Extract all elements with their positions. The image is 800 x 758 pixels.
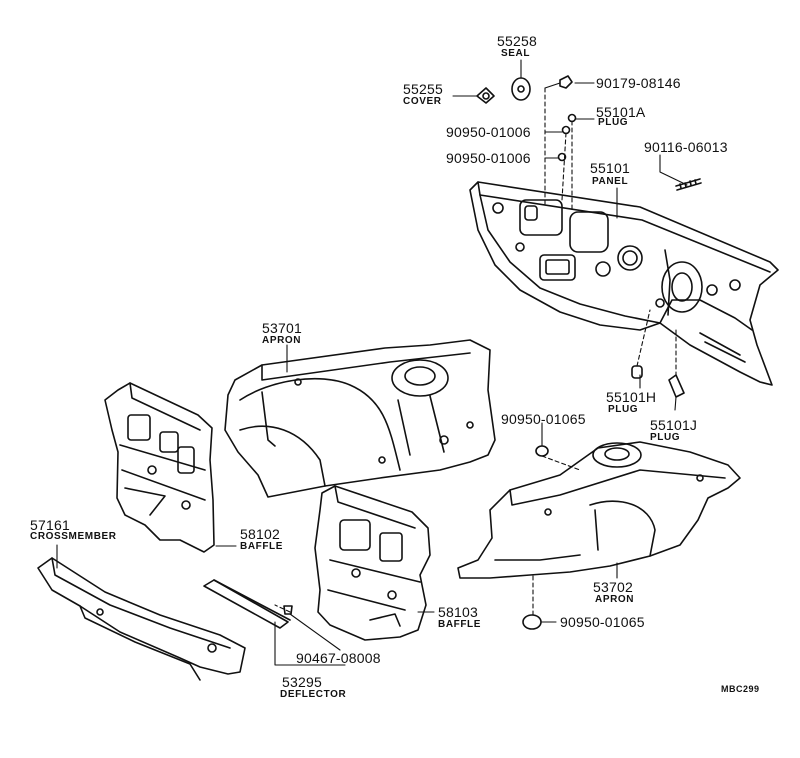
part-number-55101: 55101 (590, 160, 630, 176)
part-name-53295: DEFLECTOR (280, 689, 347, 700)
part-number-55101H: 55101H (606, 389, 657, 405)
part-name-55101A: PLUG (598, 117, 629, 128)
leader-lines (56, 59, 688, 666)
part-number-58103: 58103 (438, 604, 478, 620)
part-number-90179-08146: 90179-08146 (596, 75, 681, 91)
part-number-90467-08008: 90467-08008 (296, 650, 381, 666)
drawing-code: MBC299 (721, 684, 760, 694)
baffle-58102-shape (104, 382, 215, 553)
apron-53701-shape (224, 339, 496, 498)
baffle-58103-shape (314, 485, 431, 641)
part-number-55101A: 55101A (596, 104, 646, 120)
part-name-58103: BAFFLE (438, 619, 482, 630)
part-name-57161: CROSSMEMBER (30, 531, 117, 542)
part-name-55101J: PLUG (650, 432, 681, 443)
part-number-90950-01065-a: 90950-01065 (501, 411, 586, 427)
part-name-58102: BAFFLE (240, 541, 284, 552)
part-number-55255: 55255 (403, 81, 443, 97)
part-name-55255: COVER (403, 96, 442, 107)
dashed-leaders (274, 87, 677, 616)
part-number-58102: 58102 (240, 526, 280, 542)
panel-55101-shape (469, 181, 779, 386)
part-number-53702: 53702 (593, 579, 633, 595)
part-number-90950-01065-b: 90950-01065 (560, 614, 645, 630)
part-number-53701: 53701 (262, 320, 302, 336)
part-name-55101: PANEL (592, 176, 629, 187)
part-number-53295: 53295 (282, 674, 322, 690)
part-name-53702: APRON (595, 594, 635, 605)
part-number-90950-01006-b: 90950-01006 (446, 150, 531, 166)
part-name-53701: APRON (262, 335, 302, 346)
part-number-90116-06013: 90116-06013 (644, 139, 728, 155)
part-number-55258: 55258 (497, 33, 537, 49)
part-number-57161: 57161 (30, 517, 70, 533)
part-number-55101J: 55101J (650, 417, 698, 433)
part-name-55258: SEAL (501, 48, 531, 59)
apron-53702-shape (457, 441, 741, 579)
part-name-55101H: PLUG (608, 404, 639, 415)
part-number-90950-01006-a: 90950-01006 (446, 124, 531, 140)
crossmember-57161-shape (37, 557, 246, 681)
deflector-53295-shape (203, 579, 291, 629)
